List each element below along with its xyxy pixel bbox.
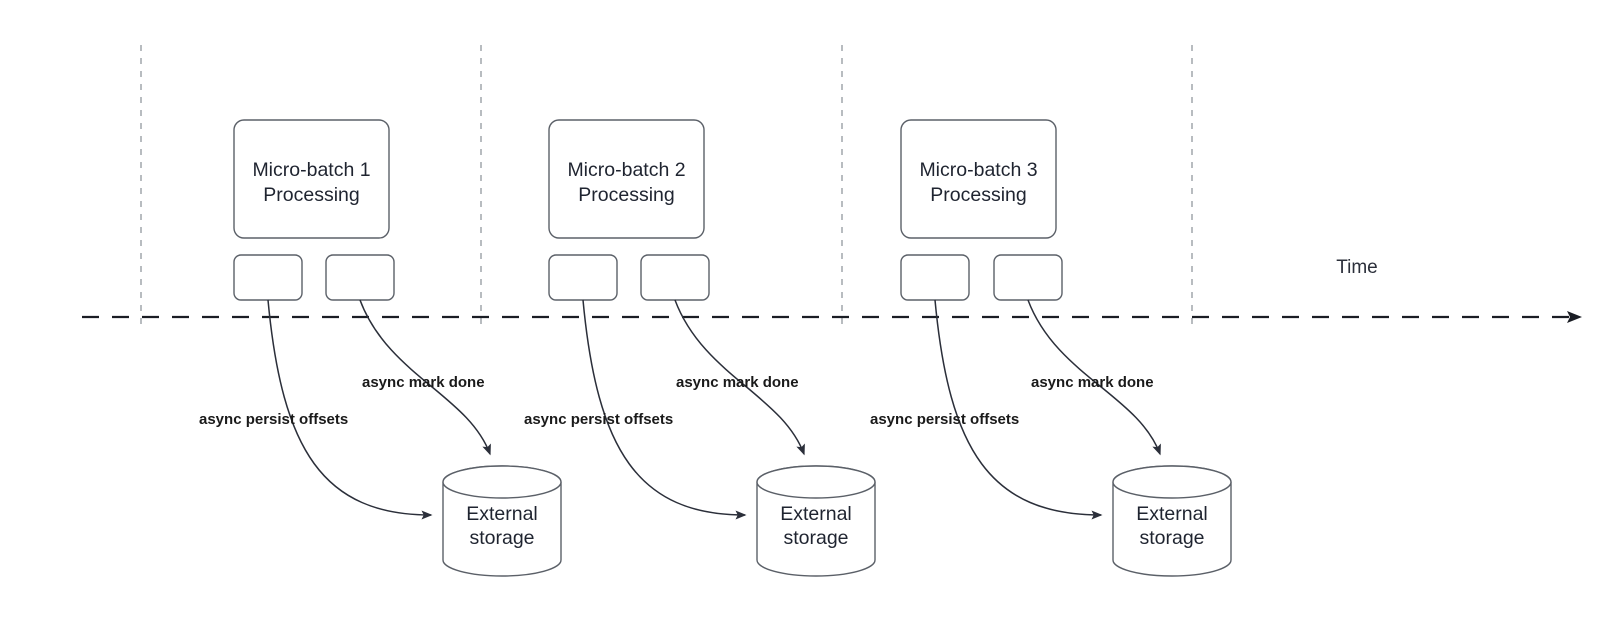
persist-offsets-3-label: async persist offsets [870,411,1019,428]
persist-offsets-1-label: async persist offsets [199,411,348,428]
micro-batch-3-box[interactable] [900,119,1057,239]
external-storage-2-cylinder-top [756,465,876,499]
micro-batch-3-title-line1: Micro-batch 3 [919,159,1037,181]
external-storage-2-label-line2: storage [783,527,848,549]
micro-batch-groups: Micro-batch 1ProcessingExternalstorageas… [199,119,1232,577]
micro-batch-2-title-line1: Micro-batch 2 [567,159,685,181]
persist-offsets-1-arrow [267,299,433,520]
task-2a-box[interactable] [548,254,618,301]
task-1b-box[interactable] [325,254,395,301]
timeline-tick-marks [140,45,1193,330]
persist-offsets-2-label: async persist offsets [524,411,673,428]
micro-batch-2-box[interactable] [548,119,705,239]
external-storage-1-label-line1: External [466,503,538,525]
mark-done-3-arrow [1027,299,1161,456]
external-storage-1-cylinder-top [442,465,562,499]
external-storage-3-label-line2: storage [1139,527,1204,549]
persist-offsets-3-arrow [934,299,1103,520]
micro-batch-1-box[interactable] [233,119,390,239]
mark-done-2-arrow [674,299,805,456]
timeline-axis: Time [82,257,1582,323]
mark-done-3-label: async mark done [1031,374,1154,391]
external-storage-1-label-line2: storage [469,527,534,549]
external-storage-3-label-line1: External [1136,503,1208,525]
task-3a-box[interactable] [900,254,970,301]
micro-batch-2-title-line2: Processing [578,184,674,206]
mark-done-2-label: async mark done [676,374,799,391]
mark-done-1-label: async mark done [362,374,485,391]
micro-batch-3-title-line2: Processing [930,184,1026,206]
timeline-axis-label: Time [1336,257,1378,278]
micro-batch-1-title-line1: Micro-batch 1 [252,159,370,181]
mark-done-1-arrow [359,299,491,456]
external-storage-2-label-line1: External [780,503,852,525]
micro-batch-1-title-line2: Processing [263,184,359,206]
task-3b-box[interactable] [993,254,1063,301]
task-1a-box[interactable] [233,254,303,301]
persist-offsets-2-arrow [582,299,747,520]
task-2b-box[interactable] [640,254,710,301]
external-storage-3-cylinder-top [1112,465,1232,499]
